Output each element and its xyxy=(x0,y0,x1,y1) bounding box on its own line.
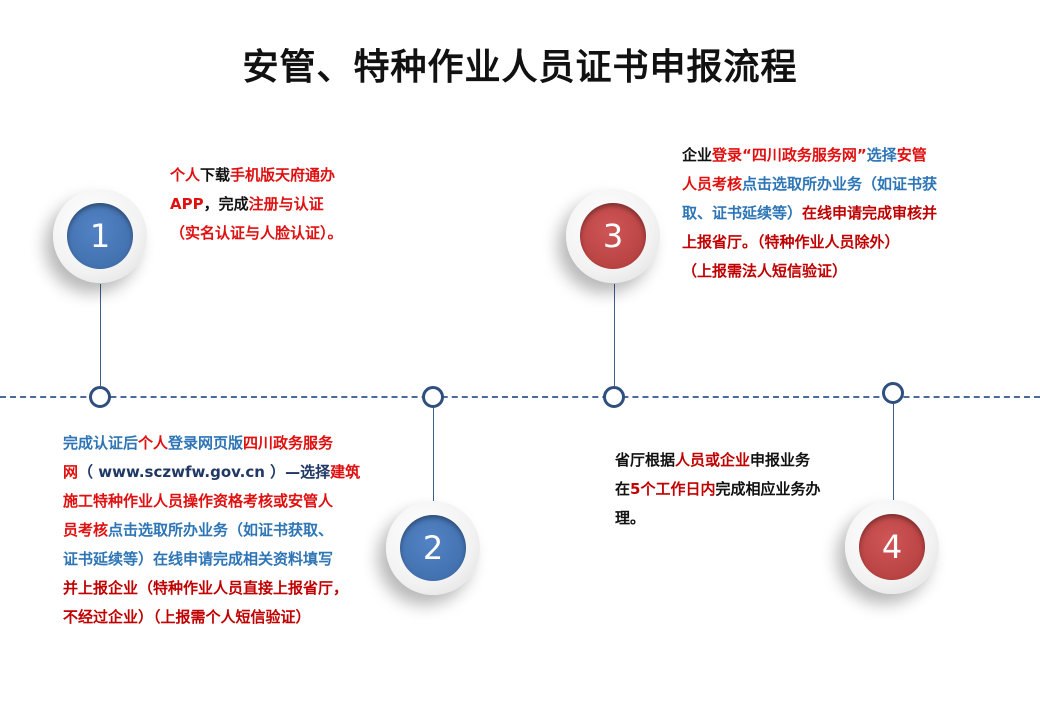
text-segment: 注册与认证 xyxy=(248,195,324,213)
text-segment: 点击选取所办业务（如证书获 xyxy=(742,175,938,193)
text-segment: 不经过企业）（上报需个人短信验证） xyxy=(63,608,311,626)
connector-3 xyxy=(614,284,615,387)
description-line: 网（ www.sczwfw.gov.cn ）—选择建筑 xyxy=(63,458,360,487)
text-segment: （上报需法人短信验证） xyxy=(682,262,848,280)
text-segment: 选择 xyxy=(866,146,897,164)
step-number: 3 xyxy=(580,203,646,269)
step-4-badge: 4 xyxy=(845,500,939,594)
text-segment: 登录“四川政务服务网” xyxy=(712,146,867,164)
description-line: 证书延续等）在线申请完成相关资料填写 xyxy=(63,545,360,574)
timeline-line xyxy=(0,396,1040,398)
timeline-node-1 xyxy=(89,386,111,408)
page-title: 安管、特种作业人员证书申报流程 xyxy=(242,47,798,88)
connector-1 xyxy=(100,284,101,387)
description-line: 施工特种作业人员操作资格考核或安管人 xyxy=(63,487,360,516)
text-segment: 完成认证后 xyxy=(63,434,139,452)
text-segment: 个人 xyxy=(138,434,169,452)
description-line: 不经过企业）（上报需个人短信验证） xyxy=(63,603,360,632)
text-segment: 人员或企业 xyxy=(675,451,751,469)
description-line: （上报需法人短信验证） xyxy=(682,257,937,286)
text-segment: （ www.sczwfw.gov.cn ）—选择 xyxy=(78,463,331,481)
step-4-description: 省厅根据人员或企业申报业务在5个工作日内完成相应业务办理。 xyxy=(615,446,820,533)
text-segment: 证书延续等）在线申请完成相关资料填写 xyxy=(63,550,334,568)
description-line: 企业登录“四川政务服务网”选择安管 xyxy=(682,141,937,170)
text-segment: 四川政务服务 xyxy=(243,434,334,452)
text-segment: 建筑 xyxy=(330,463,361,481)
description-line: （实名认证与人脸认证）。 xyxy=(170,219,343,248)
description-line: 人员考核点击选取所办业务（如证书获 xyxy=(682,170,937,199)
description-line: 完成认证后个人登录网页版四川政务服务 xyxy=(63,429,360,458)
description-line: 在5个工作日内完成相应业务办 xyxy=(615,475,820,504)
text-segment: 网 xyxy=(63,463,79,481)
step-3-description: 企业登录“四川政务服务网”选择安管人员考核点击选取所办业务（如证书获取、证书延续… xyxy=(682,141,937,286)
connector-2 xyxy=(433,408,434,502)
step-3-badge: 3 xyxy=(566,189,660,283)
timeline-node-4 xyxy=(882,382,904,404)
text-segment: 个人 xyxy=(170,166,201,184)
step-number: 1 xyxy=(67,203,133,269)
text-segment: 下载 xyxy=(200,166,231,184)
text-segment: 点击选取所办业务（如证书获取、 xyxy=(108,521,334,539)
text-segment: 取、证书延续等） xyxy=(682,204,803,222)
step-number: 4 xyxy=(859,514,925,580)
text-segment: 理。 xyxy=(615,509,646,527)
description-line: 省厅根据人员或企业申报业务 xyxy=(615,446,820,475)
description-line: 个人下载手机版天府通办 xyxy=(170,161,343,190)
text-segment: 企业 xyxy=(682,146,713,164)
text-segment: （实名认证与人脸认证）。 xyxy=(170,224,343,242)
description-line: 上报省厅。（特种作业人员除外） xyxy=(682,228,937,257)
timeline-node-3 xyxy=(603,386,625,408)
text-segment: 在 xyxy=(615,480,631,498)
text-segment: 上报省厅。（特种作业人员除外） xyxy=(682,233,900,251)
text-segment: APP xyxy=(170,195,204,213)
text-segment: 员考核 xyxy=(63,521,109,539)
text-segment: 完成相应业务办 xyxy=(715,480,821,498)
text-segment: 5个工作日内 xyxy=(630,480,716,498)
text-segment: 人员考核 xyxy=(682,175,743,193)
description-line: 理。 xyxy=(615,504,820,533)
description-line: APP，完成注册与认证 xyxy=(170,190,343,219)
step-number: 2 xyxy=(400,515,466,581)
step-2-badge: 2 xyxy=(386,501,480,595)
text-segment: 登录网页版 xyxy=(168,434,244,452)
text-segment: 并上报企业（特种作业人员直接上报省厅， xyxy=(63,579,349,597)
description-line: 取、证书延续等）在线申请完成审核并 xyxy=(682,199,937,228)
text-segment: 安管 xyxy=(896,146,927,164)
text-segment: 手机版天府通办 xyxy=(230,166,336,184)
description-line: 员考核点击选取所办业务（如证书获取、 xyxy=(63,516,360,545)
timeline-node-2 xyxy=(422,386,444,408)
connector-4 xyxy=(893,404,894,500)
text-segment: 申报业务 xyxy=(750,451,811,469)
description-line: 并上报企业（特种作业人员直接上报省厅， xyxy=(63,574,360,603)
step-1-badge: 1 xyxy=(53,189,147,283)
text-segment: 省厅根据 xyxy=(615,451,676,469)
step-2-description: 完成认证后个人登录网页版四川政务服务网（ www.sczwfw.gov.cn ）… xyxy=(63,429,360,632)
text-segment: ，完成 xyxy=(203,195,249,213)
text-segment: 在线申请完成审核并 xyxy=(802,204,938,222)
text-segment: 施工特种作业人员操作资格考核或安管人 xyxy=(63,492,334,510)
